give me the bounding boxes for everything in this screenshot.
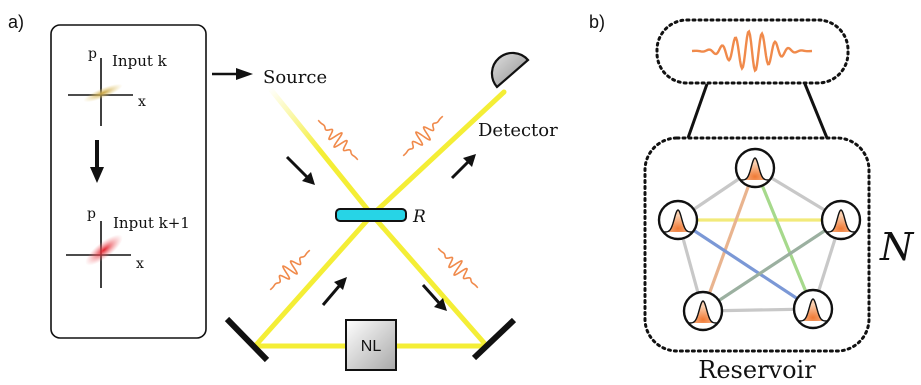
top-x-label: x <box>138 94 146 110</box>
input-pulse-wave <box>691 29 813 73</box>
wave-packets <box>269 115 479 291</box>
right-mirror <box>471 317 517 361</box>
flow-arrow-source <box>285 155 310 180</box>
flow-arrows <box>285 154 476 311</box>
left-mirror <box>224 316 270 363</box>
bottom-x-label: x <box>136 256 144 272</box>
reservoir-edge <box>753 167 815 310</box>
input-k1-state-blob <box>85 234 123 266</box>
reservoir-network <box>657 147 862 332</box>
reservoir-edge <box>677 218 814 311</box>
top-p-label: p <box>88 46 97 62</box>
connector-left <box>686 83 709 139</box>
reservoir-label: Reservoir <box>698 356 816 384</box>
source-label: Source <box>263 67 327 88</box>
flow-arrow-right-down <box>421 283 442 306</box>
reservoir-node <box>734 147 776 189</box>
panel-a-tag: a) <box>8 12 24 32</box>
connector-right <box>803 83 829 139</box>
flow-arrow-detector <box>450 159 471 180</box>
input-pulse-waveform <box>691 29 813 73</box>
cavity-left-beam <box>253 212 375 348</box>
wave-packet-right <box>437 247 479 289</box>
bottom-p-label: p <box>87 206 96 222</box>
cavity-right-beam <box>369 212 489 348</box>
detector-icon <box>490 51 530 89</box>
wave-packet-left <box>269 249 311 291</box>
reservoir-node <box>792 288 834 330</box>
reservoir-node <box>657 199 699 241</box>
panel-b-tag: b) <box>589 12 605 32</box>
input-k-label: Input k <box>112 52 168 70</box>
wave-packet-source <box>317 119 359 161</box>
beam-splitter <box>335 208 407 222</box>
flow-arrow-left-up <box>321 284 342 306</box>
detector-label: Detector <box>478 120 558 141</box>
nonlinear-element-label: NL <box>361 338 382 355</box>
beam-splitter-label: R <box>412 207 426 227</box>
inset-frame <box>50 24 207 339</box>
reservoir-edge <box>701 167 757 312</box>
input-k-state-blob <box>83 83 123 103</box>
nonlinear-element <box>345 319 397 371</box>
detector-beam <box>369 89 507 218</box>
inset-to-source-arrow-head <box>236 68 253 80</box>
reservoir-edge <box>702 218 842 313</box>
inset-down-arrow-head <box>90 167 104 183</box>
reservoir-node <box>682 290 724 332</box>
input-inset: p x Input k p x Input k+1 <box>50 24 207 339</box>
input-k1-label: Input k+1 <box>113 214 190 232</box>
wave-packet-detector <box>402 115 444 157</box>
reservoir-node <box>820 199 862 241</box>
source-beam <box>265 83 375 218</box>
node-count-label: N <box>879 225 915 269</box>
